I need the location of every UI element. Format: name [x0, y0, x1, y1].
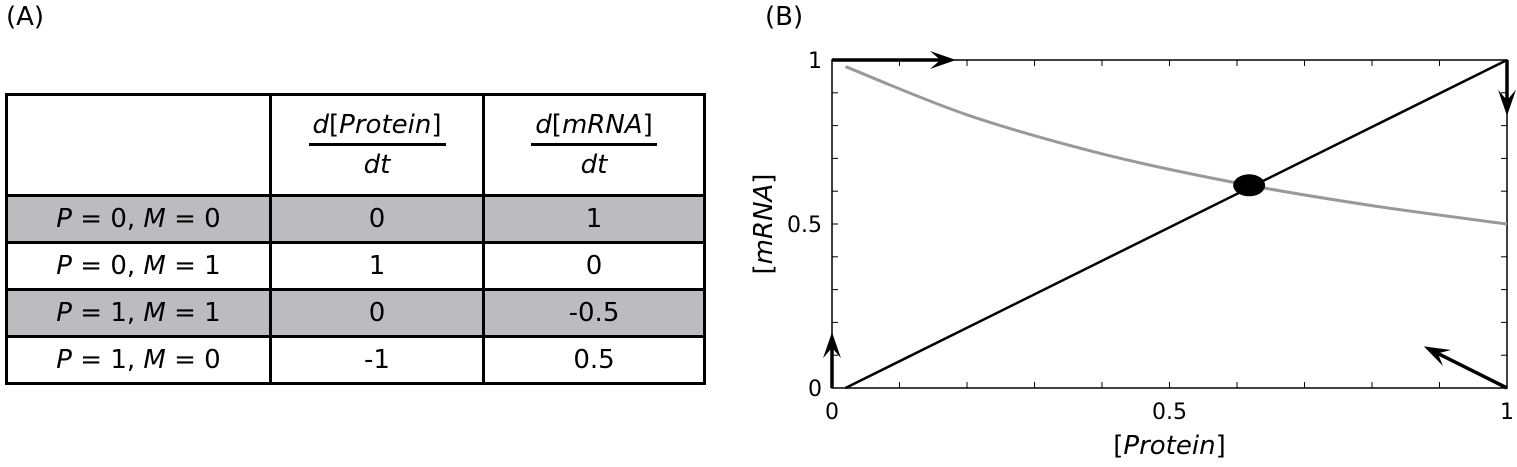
table-row: P = 0, M = 1 1 0 — [5, 241, 706, 291]
dmrna-cell: -0.5 — [482, 288, 706, 338]
dmrna-cell: 0 — [482, 241, 706, 291]
direction-arrow-3 — [1423, 346, 1508, 390]
arrow-head — [823, 332, 841, 359]
state-cell: P = 0, M = 0 — [5, 194, 272, 244]
panel-b-label: (B) — [765, 2, 804, 32]
nullcline-line-1 — [844, 65, 1508, 226]
table-header-empty — [5, 93, 272, 197]
direction-arrow-1 — [832, 51, 956, 69]
state-cell: P = 1, M = 0 — [5, 335, 272, 385]
arrow-head — [1498, 89, 1516, 116]
direction-arrow-4 — [823, 332, 841, 388]
dprotein-cell: -1 — [269, 335, 485, 385]
x-tick-label: 0.5 — [1152, 400, 1187, 425]
table-row: P = 0, M = 0 0 1 — [5, 194, 706, 244]
y-tick-label: 0 — [808, 377, 822, 402]
arrow-shaft — [1431, 349, 1508, 390]
table-header-mrna-rate: d[mRNA] dt — [482, 93, 706, 197]
table-header-protein-rate: d[Protein] dt — [269, 93, 485, 197]
x-axis-label: [Protein] — [1113, 431, 1225, 461]
dprotein-cell: 1 — [269, 241, 485, 291]
fixed-point-marker — [1233, 174, 1266, 197]
state-cell: P = 0, M = 1 — [5, 241, 272, 291]
x-tick-label: 0 — [825, 400, 839, 425]
dprotein-cell: 0 — [269, 194, 485, 244]
table-row: P = 1, M = 1 0 -0.5 — [5, 288, 706, 338]
x-tick-label: 1 — [1500, 400, 1514, 425]
state-cell: P = 1, M = 1 — [5, 288, 272, 338]
dmrna-cell: 0.5 — [482, 335, 706, 385]
panel-a-label: (A) — [6, 2, 45, 32]
dmrna-cell: 1 — [482, 194, 706, 244]
y-axis-label: [mRNA] — [749, 174, 779, 275]
direction-arrow-2 — [1498, 60, 1516, 116]
arrow-head — [930, 51, 956, 69]
nullcline-line-2 — [844, 58, 1508, 390]
arrow-head — [1423, 346, 1452, 367]
y-tick-label: 1 — [808, 49, 822, 74]
y-tick-label: 0.5 — [787, 213, 822, 238]
rate-table: d[Protein] dt d[mRNA] dt P = 0, M = 0 0 … — [5, 93, 706, 385]
table-header-row: d[Protein] dt d[mRNA] dt — [5, 93, 706, 197]
dprotein-cell: 0 — [269, 288, 485, 338]
table-row: P = 1, M = 0 -1 0.5 — [5, 335, 706, 385]
